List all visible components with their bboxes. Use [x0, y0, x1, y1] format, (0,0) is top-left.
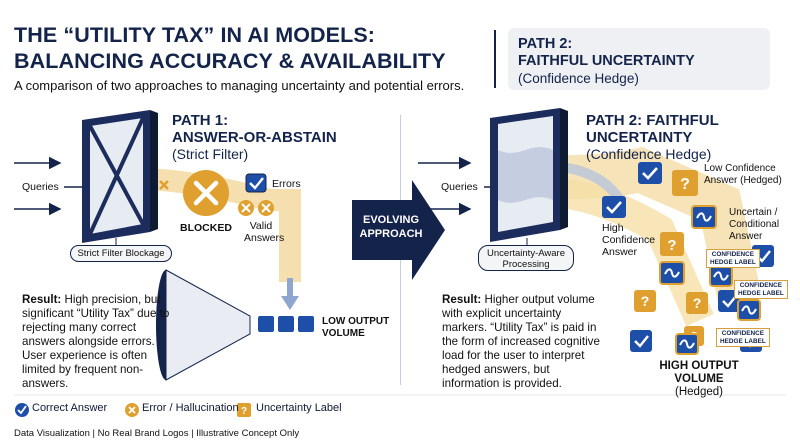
high-conf-line3: Answer — [602, 246, 638, 258]
hedge-label-2: CONFIDENCE HEDGE LABEL — [734, 280, 788, 299]
path2-result-label: Result: — [442, 293, 482, 306]
error-x-small — [159, 180, 169, 190]
svg-text:?: ? — [641, 293, 650, 309]
svg-text:?: ? — [680, 176, 690, 193]
path2-queries-label: Queries — [441, 181, 478, 193]
hedge3-line2: HEDGE LABEL — [720, 337, 766, 345]
valid-label-line2: Answers — [244, 232, 285, 244]
high-output-line1: HIGH OUTPUT VOLUME — [659, 360, 739, 385]
legend-correct: Correct Answer — [32, 402, 108, 414]
legend-error: Error / Hallucination — [142, 402, 239, 414]
path2-heading: PATH 2: FAITHFUL UNCERTAINTY (Confidence… — [586, 112, 719, 163]
svg-text:?: ? — [241, 406, 247, 417]
strict-filter-label: Strict Filter Blockage — [70, 245, 172, 262]
blocked-label: BLOCKED — [180, 222, 232, 234]
title-line-1: THE “UTILITY TAX” IN AI MODELS: — [14, 23, 376, 47]
path2-subtitle: (Confidence Hedge) — [586, 146, 712, 162]
hedge1-line1: CONFIDENCE — [711, 251, 755, 258]
page-title: THE “UTILITY TAX” IN AI MODELS: BALANCIN… — [14, 22, 504, 74]
legend-icons: ? — [15, 403, 251, 417]
low-output-blocks — [258, 316, 314, 332]
low-output-label: LOW OUTPUT VOLUME — [322, 316, 389, 340]
low-conf-line1: Low Confidence — [704, 163, 776, 174]
uncertain-line2: Conditional — [729, 219, 780, 230]
low-conf-line2: Answer (Hedged) — [704, 175, 782, 186]
low-confidence-label: Low Confidence Answer (Hedged) — [704, 163, 782, 187]
processing-line1: Uncertainty-Aware — [487, 248, 565, 259]
hedge-label-3: CONFIDENCE HEDGE LABEL — [716, 328, 770, 347]
hedge1-line2: HEDGE LABEL — [710, 258, 756, 266]
hedge2-line1: CONFIDENCE — [739, 282, 783, 289]
high-conf-line1: High — [602, 222, 624, 234]
path2-title-line2: UNCERTAINTY — [586, 129, 693, 146]
svg-text:?: ? — [693, 295, 702, 311]
errors-check-icon — [245, 173, 267, 193]
uncertain-answer-label: Uncertain / Conditional Answer — [729, 207, 779, 243]
path2-result-text: Higher output volume with explicit uncer… — [442, 293, 600, 390]
path1-queries-label: Queries — [22, 181, 59, 193]
path2-title-line1: PATH 2: FAITHFUL — [586, 112, 719, 129]
high-confidence-label: High Confidence Answer — [602, 222, 655, 258]
evolving-arrow-label: EVOLVING APPROACH — [356, 213, 426, 241]
errors-label: Errors — [272, 178, 301, 190]
hedge-label-1: CONFIDENCE HEDGE LABEL — [706, 249, 760, 268]
processing-label: Uncertainty-Aware Processing — [478, 245, 574, 271]
uncertain-line1: Uncertain / — [729, 207, 778, 218]
funnel-shape — [156, 269, 251, 381]
path2-header-box: PATH 2: FAITHFUL UNCERTAINTY (Confidence… — [508, 28, 770, 90]
path2-box-line3: (Confidence Hedge) — [518, 71, 639, 86]
low-output-line2: VOLUME — [322, 328, 365, 339]
blocked-icon — [183, 170, 229, 216]
high-output-line2: (Hedged) — [675, 386, 723, 398]
valid-answers-x-icons — [238, 200, 274, 216]
path2-result: Result: Higher output volume with explic… — [442, 293, 604, 391]
high-output-label: HIGH OUTPUT VOLUME (Hedged) — [634, 360, 764, 399]
page-subtitle: A comparison of two approaches to managi… — [14, 78, 465, 93]
low-output-line1: LOW OUTPUT — [322, 316, 390, 327]
processing-line2: Processing — [502, 259, 550, 270]
path2-box-line2: FAITHFUL UNCERTAINTY — [518, 53, 695, 69]
path1-heading: PATH 1: ANSWER-OR-ABSTAIN (Strict Filter… — [172, 112, 337, 163]
hedge2-line2: HEDGE LABEL — [738, 289, 784, 297]
svg-text:?: ? — [667, 237, 676, 254]
footer-note: Data Visualization | No Real Brand Logos… — [14, 428, 300, 439]
arrow-line2: APPROACH — [359, 228, 423, 240]
uncertain-line3: Answer — [729, 231, 763, 242]
uncertainty-aware-frame — [490, 108, 568, 242]
path2-box-line1: PATH 2: — [518, 36, 573, 52]
title-line-2: BALANCING ACCURACY & AVAILABILITY — [14, 49, 446, 73]
high-conf-line2: Confidence — [602, 234, 656, 246]
path1-title-line2: ANSWER-OR-ABSTAIN — [172, 129, 337, 146]
valid-answers-label: Valid Answers — [244, 220, 285, 244]
hedge3-line1: CONFIDENCE — [721, 330, 765, 337]
header-divider — [494, 30, 496, 88]
path1-title-line1: PATH 1: — [172, 112, 229, 129]
valid-label-line1: Valid — [249, 220, 273, 232]
path1-subtitle: (Strict Filter) — [172, 146, 249, 162]
path1-result: Result: High precision, but significant … — [22, 293, 172, 391]
strict-filter-frame — [82, 110, 158, 243]
arrow-line1: EVOLVING — [362, 214, 420, 226]
path1-result-label: Result: — [22, 293, 62, 306]
legend-uncertainty: Uncertainty Label — [256, 402, 342, 414]
uncertain-wave-icons — [659, 205, 761, 355]
evolving-approach-arrow — [352, 180, 445, 280]
path1-result-text: High precision, but significant “Utility… — [22, 293, 170, 390]
